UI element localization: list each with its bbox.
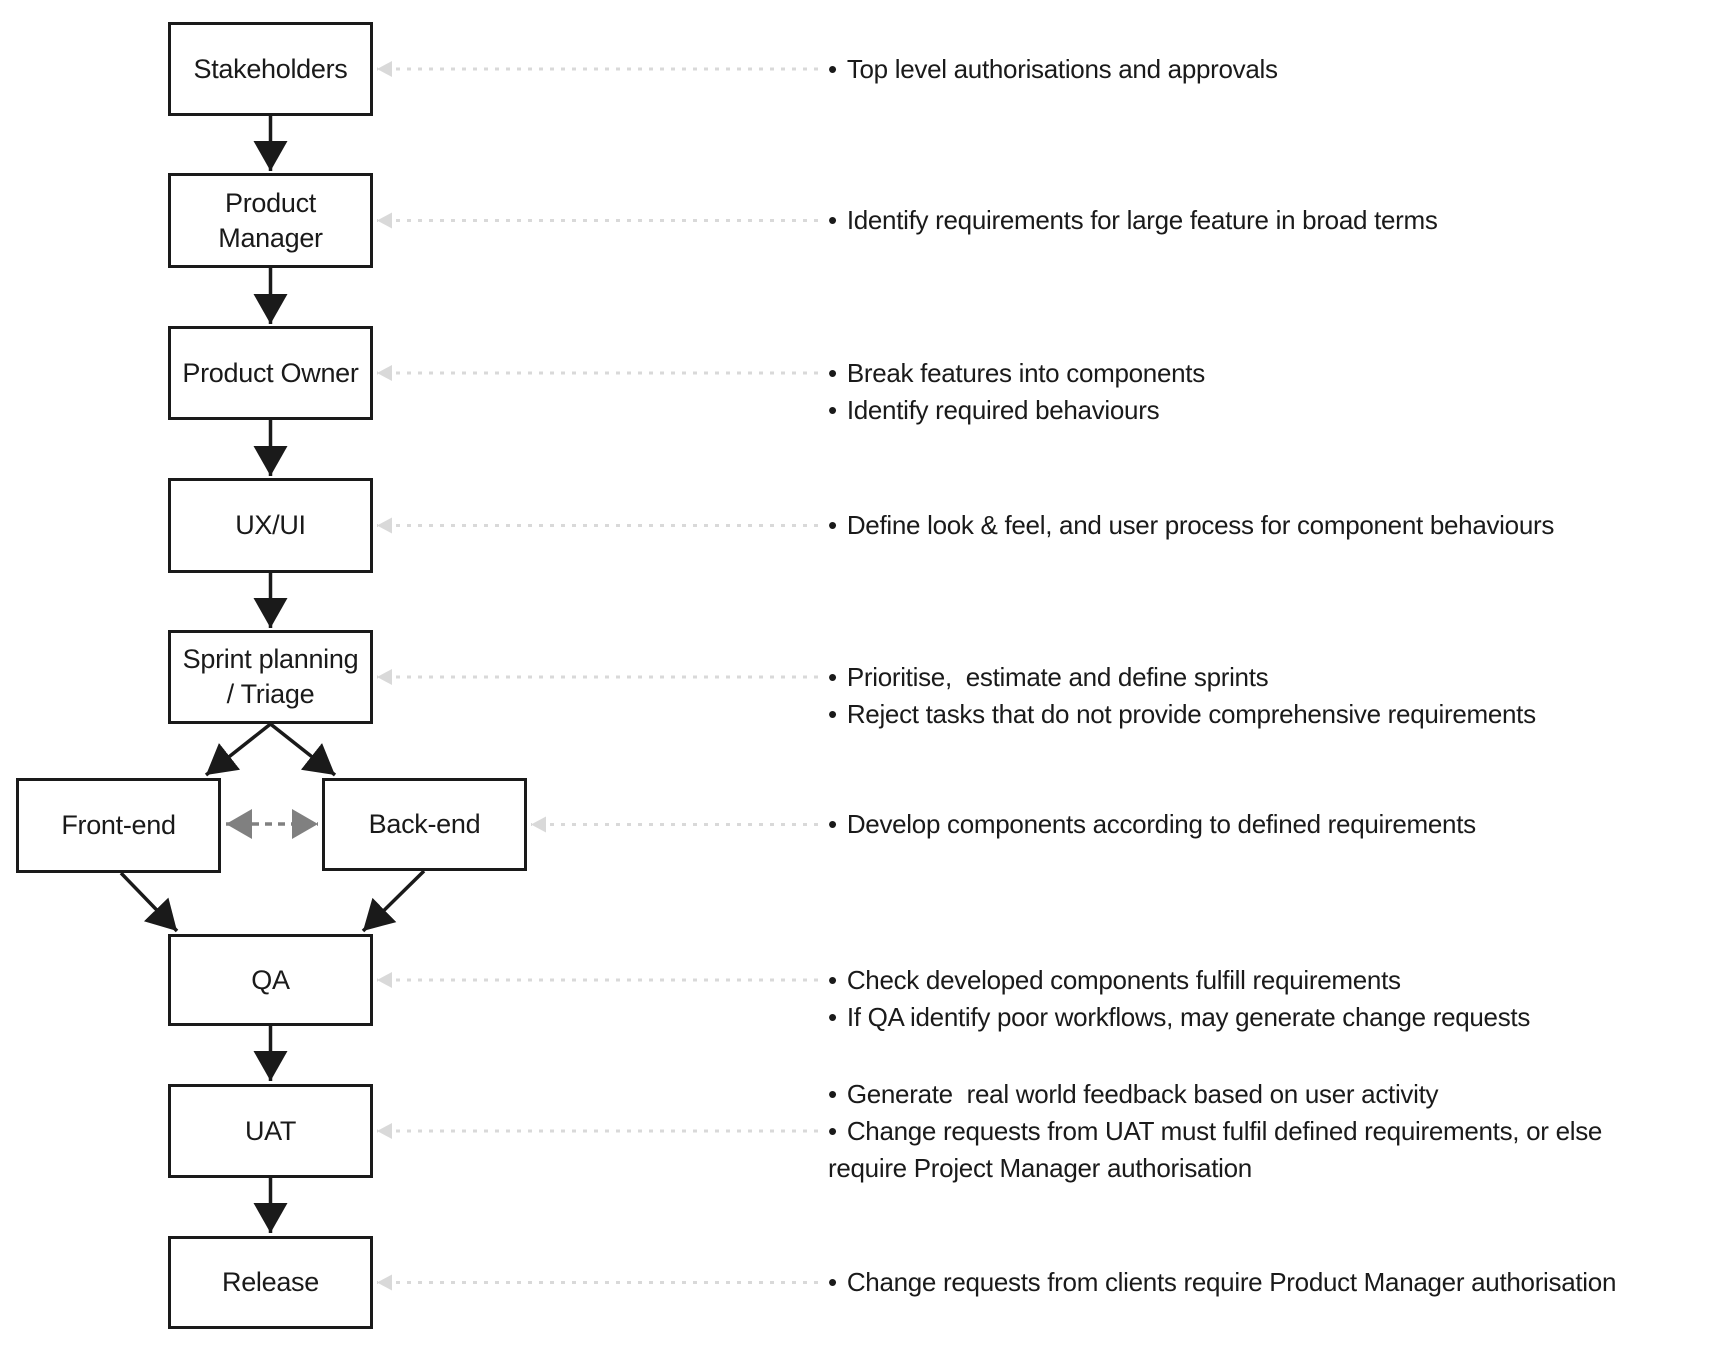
flow-node-label: UX/UI	[235, 510, 306, 540]
annotation-text: Generate real world feedback based on us…	[846, 1078, 1439, 1109]
bullet-marker: •	[828, 53, 837, 84]
annotation-line: • Identify requirements for large feature…	[828, 202, 1438, 239]
flow-node-label: Manager	[218, 222, 323, 253]
annotation-text: Identify required behaviours	[846, 394, 1160, 425]
flow-node-label: QA	[251, 964, 290, 995]
annotation-stakeholders: • Top level authorisations and approvals	[828, 51, 1278, 88]
flow-node-label: Product	[225, 187, 316, 218]
annotation-line: • Change requests from UAT must fulfil de…	[828, 1113, 1602, 1150]
annotation-line: • Generate real world feedback based on u…	[828, 1076, 1602, 1113]
flow-arrow-front-end-to-qa	[119, 871, 179, 933]
annotation-text: Change requests from UAT must fulfil def…	[846, 1115, 1603, 1146]
annotation-text: Top level authorisations and approvals	[846, 53, 1278, 84]
annotation-line: • Develop components according to defined…	[828, 806, 1476, 843]
flow-node-label: Back-end	[368, 809, 481, 839]
annotation-line: • Prioritise, estimate and define sprints	[828, 659, 1536, 696]
annotation-text: Reject tasks that do not provide compreh…	[846, 698, 1536, 729]
bullet-marker: •	[828, 661, 837, 692]
bullet-marker: •	[828, 510, 837, 540]
annotation-product-manager: • Identify requirements for large feature…	[828, 202, 1438, 239]
annotation-ux-ui: • Define look & feel, and user process fo…	[828, 507, 1554, 544]
flow-node-label: Sprint planning	[182, 644, 359, 674]
flow-node-product-owner: Product Owner	[168, 326, 373, 420]
annotation-line: • Change requests from clients require Pr…	[828, 1264, 1616, 1301]
annotation-line: • Identify required behaviours	[828, 392, 1205, 429]
flow-node-sprint-planning: Sprint planning / Triage	[168, 630, 373, 724]
bullet-marker: •	[828, 357, 837, 388]
bullet-marker: •	[828, 809, 837, 839]
annotation-line: • If QA identify poor workflows, may gene…	[828, 999, 1530, 1036]
annotation-release: • Change requests from clients require Pr…	[828, 1264, 1616, 1301]
annotation-text: Identify requirements for large feature …	[846, 205, 1438, 235]
flow-node-qa: QA	[168, 934, 373, 1026]
bullet-marker: •	[828, 964, 837, 995]
annotation-text: Develop components according to defined …	[846, 809, 1476, 839]
flow-node-back-end: Back-end	[322, 778, 527, 871]
annotation-line: • Define look & feel, and user process fo…	[828, 507, 1554, 544]
bullet-marker: •	[828, 1267, 837, 1297]
flow-node-label: Front-end	[61, 810, 176, 840]
flow-node-label: UAT	[244, 1115, 297, 1146]
annotation-line: • Check developed components fulfill requ…	[828, 962, 1530, 999]
flow-node-release: Release	[168, 1236, 373, 1329]
annotation-sprint-planning: • Prioritise, estimate and define sprints…	[828, 659, 1536, 733]
annotation-product-owner: • Break features into components • Identify…	[828, 355, 1205, 429]
annotation-line: require Project Manager authorisation	[828, 1150, 1602, 1187]
flow-node-label: / Triage	[226, 679, 315, 709]
bullet-marker: •	[828, 205, 837, 235]
flow-arrow-sprint-planning-to-back-end	[269, 722, 337, 777]
annotation-text: Prioritise, estimate and define sprints	[846, 661, 1269, 692]
bullet-marker: •	[828, 698, 837, 729]
annotation-uat: • Generate real world feedback based on u…	[828, 1076, 1602, 1187]
flow-node-uat: UAT	[168, 1084, 373, 1178]
annotation-text: If QA identify poor workflows, may gener…	[846, 1001, 1531, 1032]
annotation-text: Define look & feel, and user process for…	[846, 510, 1555, 540]
annotation-back-end: • Develop components according to defined…	[828, 806, 1476, 843]
flow-arrow-back-end-to-qa	[361, 869, 426, 933]
annotation-line: • Top level authorisations and approvals	[828, 51, 1278, 88]
annotation-text: Break features into components	[846, 357, 1205, 388]
bullet-marker: •	[828, 1001, 837, 1032]
annotation-qa: • Check developed components fulfill requ…	[828, 962, 1530, 1036]
bullet-marker: •	[828, 394, 837, 425]
bullet-marker: •	[828, 1078, 837, 1109]
annotation-line: • Reject tasks that do not provide compre…	[828, 696, 1536, 733]
annotation-line: • Break features into components	[828, 355, 1205, 392]
annotation-text: Change requests from clients require Pro…	[846, 1267, 1617, 1297]
annotation-text: Check developed components fulfill requi…	[846, 964, 1401, 995]
flow-node-label: Release	[222, 1267, 319, 1297]
flow-node-label: Stakeholders	[193, 53, 348, 84]
flow-node-label: Product Owner	[182, 357, 359, 388]
flow-arrow-sprint-planning-to-front-end	[204, 722, 272, 777]
flow-node-front-end: Front-end	[16, 778, 221, 873]
flow-node-stakeholders: Stakeholders	[168, 22, 373, 116]
annotation-text: require Project Manager authorisation	[828, 1152, 1252, 1183]
flow-node-ux-ui: UX/UI	[168, 478, 373, 573]
bullet-marker: •	[828, 1115, 837, 1146]
